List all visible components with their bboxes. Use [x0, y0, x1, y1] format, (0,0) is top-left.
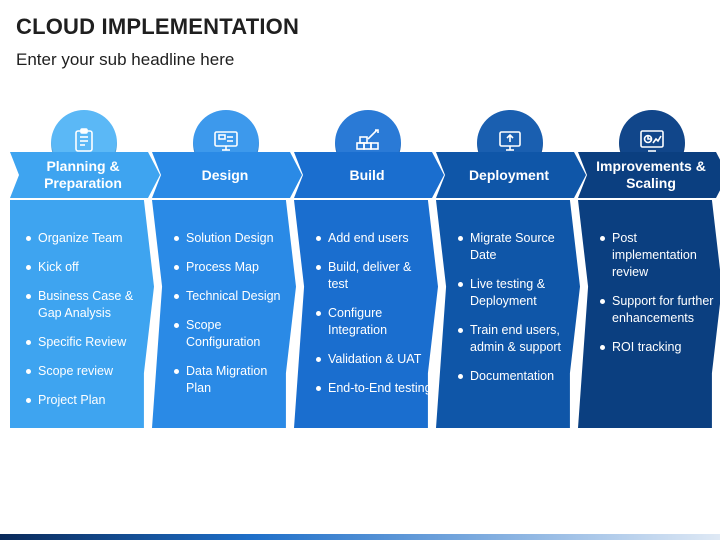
stage-item: Build, deliver & test [316, 259, 432, 293]
stage-item: Support for further enhancements [600, 293, 716, 327]
design-icon [212, 127, 240, 160]
stage-title: Planning & Preparation [44, 158, 122, 191]
stage-item: End-to-End testing [316, 381, 432, 395]
stage-item: Train end users, admin & support [458, 322, 574, 356]
stage-item: Business Case & Gap Analysis [26, 288, 148, 322]
stage-item: Scope Configuration [174, 317, 290, 351]
stage-item: Solution Design [174, 230, 290, 247]
stage-item: Scope review [26, 363, 148, 380]
stage-item: Post implementation review [600, 230, 716, 281]
page-title: CLOUD IMPLEMENTATION [16, 14, 300, 39]
stage-header: Design [152, 152, 302, 198]
stage-header: Deployment [436, 152, 586, 198]
stage-item: Specific Review [26, 334, 148, 351]
stage-header: Improvements & Scaling [578, 152, 720, 198]
stage-title: Build [349, 166, 385, 183]
stage-item: Kick off [26, 259, 148, 276]
stage-header: Planning & Preparation [10, 152, 160, 198]
stage-title: Design [201, 166, 249, 183]
footer-bar [0, 534, 720, 540]
stage-item: Technical Design [174, 288, 290, 305]
scaling-icon [638, 127, 666, 160]
stage-item: Project Plan [26, 392, 148, 409]
stage-title: Deployment [468, 166, 550, 183]
stage-item: Add end users [316, 230, 432, 247]
planning-icon [70, 127, 98, 160]
stage-item: Organize Team [26, 230, 148, 247]
stage-header: Build [294, 152, 444, 198]
stage-item: ROI tracking [600, 339, 716, 356]
deployment-icon [496, 127, 524, 160]
stage-item: Validation & UAT [316, 351, 432, 368]
stage-item: Live testing & Deployment [458, 276, 574, 310]
stage-item: Data Migration Plan [174, 363, 290, 397]
stage-title: Improvements & Scaling [596, 158, 706, 191]
stage-item: Documentation [458, 368, 574, 385]
page-subtitle: Enter your sub headline here [16, 50, 235, 69]
stage-item: Configure Integration [316, 305, 432, 339]
build-icon [354, 127, 382, 160]
stage-item: Migrate Source Date [458, 230, 574, 264]
stage-item: Process Map [174, 259, 290, 276]
